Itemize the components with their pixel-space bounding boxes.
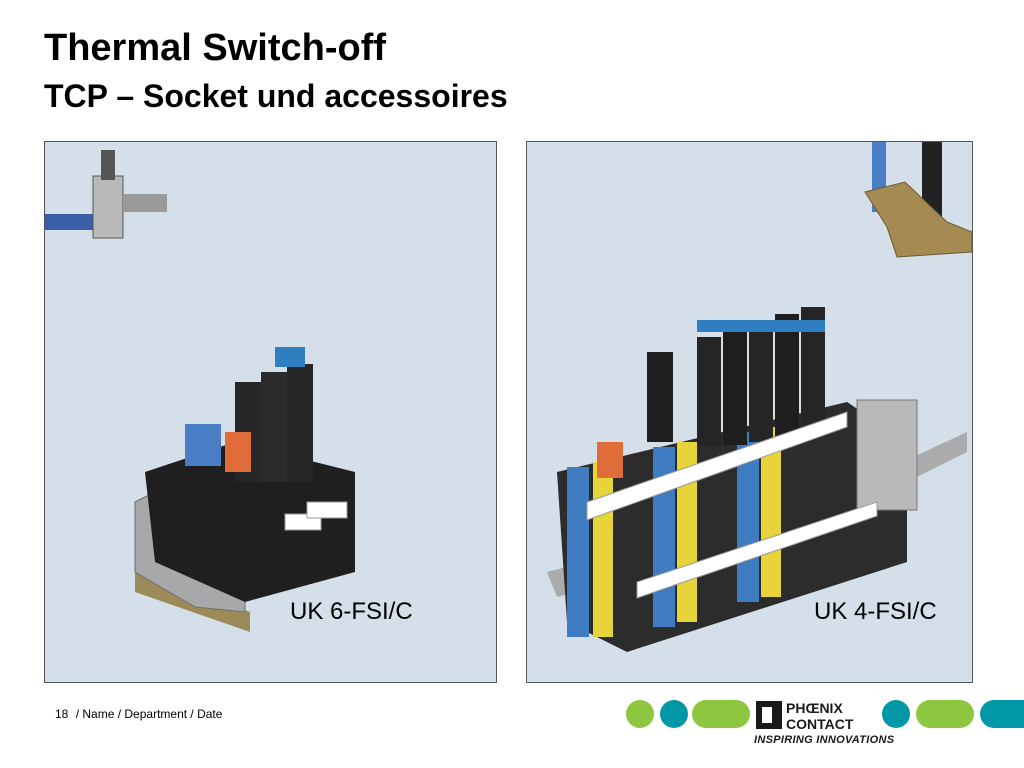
- page-number: 18: [55, 707, 69, 721]
- blue-cable: [45, 214, 95, 230]
- ground-clamp: [92, 175, 124, 239]
- orange-plug: [597, 442, 623, 478]
- teal-pill-icon: [980, 700, 1024, 728]
- ground-clamp-image-icon: [864, 181, 972, 258]
- marker-strip: [586, 411, 848, 521]
- fuse-holder-4: [749, 322, 773, 442]
- green-pill-icon-2: [916, 700, 974, 728]
- blue-terminal-1: [567, 467, 589, 637]
- green-pill-icon: [692, 700, 750, 728]
- brand-name-1: PHŒNIX: [786, 700, 843, 716]
- fuse-holder-1: [647, 352, 673, 442]
- teal-dot-icon: [660, 700, 688, 728]
- slide-subtitle: TCP – Socket und accessoires: [44, 78, 508, 114]
- terminal-block-image-icon: [45, 150, 355, 632]
- slide-footer: 18 / Name / Department / Date: [55, 707, 226, 721]
- product-caption: UK 6-FSI/C: [290, 598, 413, 625]
- product-caption: UK 4-FSI/C: [814, 598, 937, 625]
- terminal-block-image-icon-2: [547, 142, 972, 652]
- clamp-screw: [101, 150, 115, 180]
- product-panel-uk6: UK 6-FSI/C: [44, 141, 497, 683]
- blue-plug: [185, 424, 221, 466]
- marker-strip-2: [636, 501, 878, 599]
- fuse-holder-2: [697, 337, 721, 447]
- slide-title: Thermal Switch-off: [44, 27, 387, 69]
- brand-tagline: INSPIRING INNOVATIONS: [754, 734, 895, 746]
- marker-strip-2: [306, 501, 348, 519]
- yellow-terminal-3: [761, 427, 781, 597]
- brand-bar: PHŒNIX CONTACT INSPIRING INNOVATIONS: [626, 698, 1024, 748]
- orange-plug: [225, 432, 251, 472]
- yellow-terminal-1: [593, 462, 613, 637]
- blue-caps: [697, 320, 825, 332]
- footer-meta: / Name / Department / Date: [75, 707, 223, 721]
- fuse-holder-5: [775, 314, 799, 439]
- blue-cap: [275, 347, 305, 367]
- end-bracket: [856, 399, 918, 511]
- phoenix-contact-logo-icon: PHŒNIX CONTACT: [756, 699, 876, 731]
- fuse-holder-3: [287, 364, 313, 482]
- green-dot-icon: [626, 700, 654, 728]
- rail-stub: [123, 194, 167, 212]
- fuse-holder-2: [261, 372, 287, 482]
- teal-dot-icon-2: [882, 700, 910, 728]
- brand-name-2: CONTACT: [786, 716, 854, 731]
- black-cable: [922, 142, 942, 222]
- fuse-holder-3: [723, 330, 747, 445]
- product-panel-uk4: UK 4-FSI/C: [526, 141, 973, 683]
